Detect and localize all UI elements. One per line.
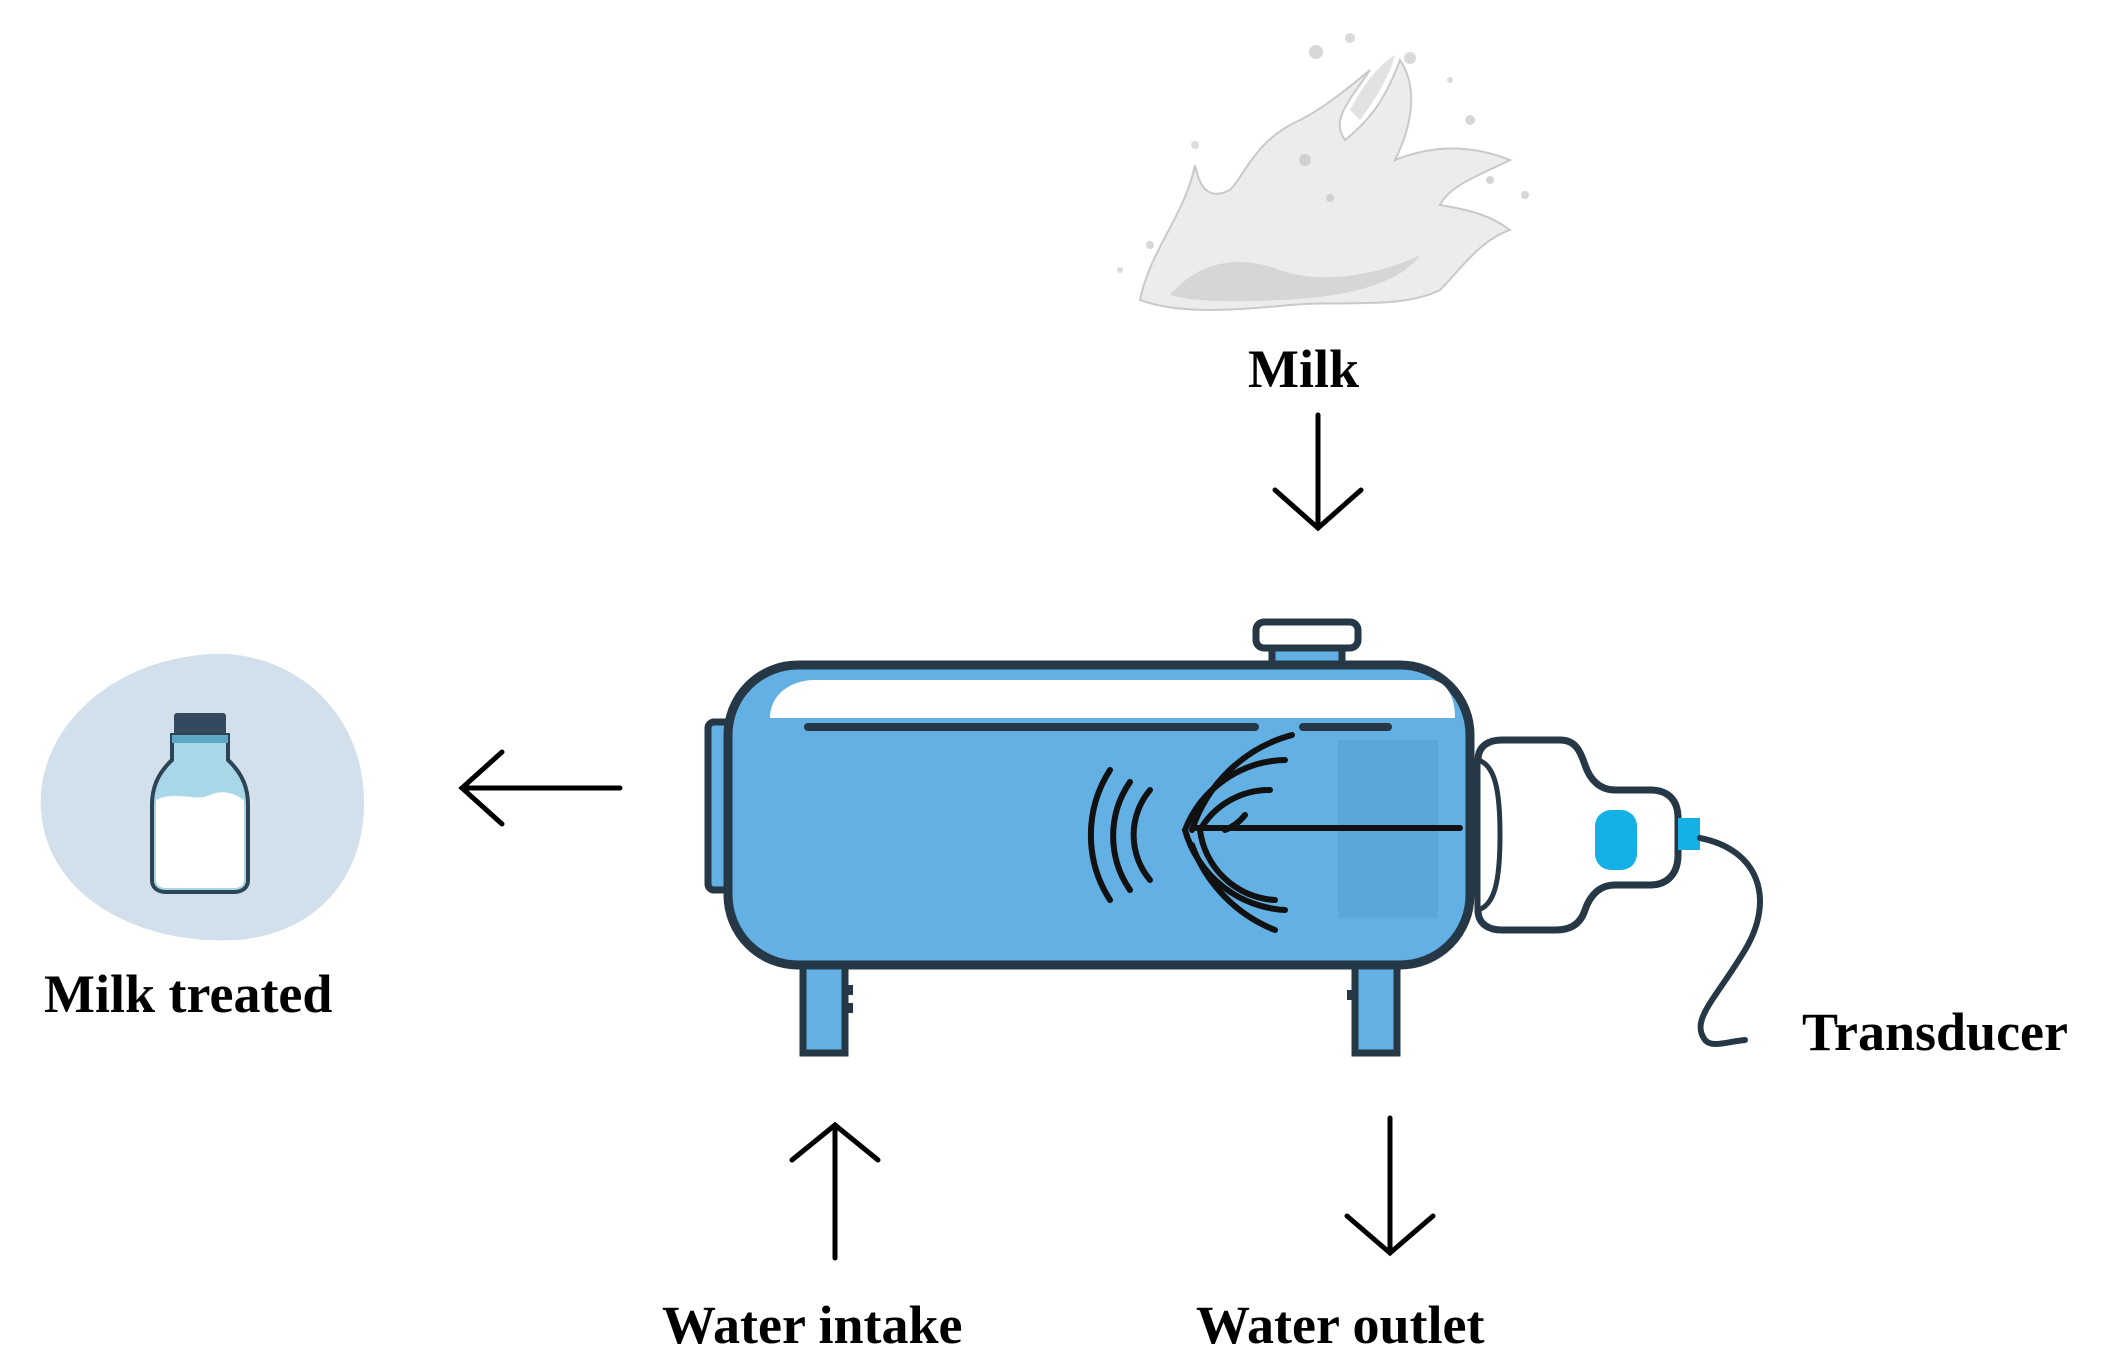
tank-icon — [704, 618, 1475, 970]
arrow-water-outlet — [1344, 1115, 1436, 1257]
water-outlet-label: Water outlet — [1196, 1295, 1485, 1355]
milk-label: Milk — [1248, 339, 1360, 399]
arrow-milk-out — [458, 749, 623, 827]
transducer-probe-icon — [1474, 736, 1763, 1048]
milk-bottle-icon — [40, 653, 365, 941]
arrow-water-intake — [789, 1121, 881, 1261]
milk-splash-icon — [1117, 33, 1529, 311]
tank-legs — [799, 951, 1401, 1057]
transducer-label: Transducer — [1802, 1002, 2068, 1062]
water-intake-label: Water intake — [662, 1295, 963, 1355]
arrow-milk-in — [1272, 412, 1364, 532]
milk-treated-label: Milk treated — [44, 964, 333, 1024]
sound-waves-icon — [1087, 732, 1463, 933]
